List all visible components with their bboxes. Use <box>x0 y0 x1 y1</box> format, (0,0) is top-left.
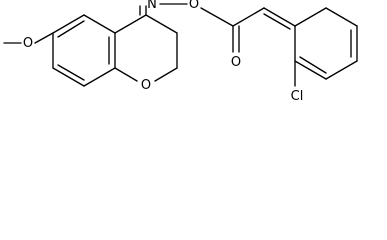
phenyl-bond-6 <box>325 7 358 27</box>
bond-c4-c4a <box>114 14 147 34</box>
bond-o1-c8a <box>114 67 138 82</box>
atom-labels: O O N O O Cl <box>23 0 303 104</box>
carbonyl-oxygen-label: O <box>231 55 241 70</box>
ring-bond-4 <box>83 67 116 87</box>
chemical-structure: O O N O O Cl <box>3 0 358 104</box>
methoxy-group <box>3 32 54 44</box>
pyran-ring <box>114 14 178 82</box>
oxime-oxygen-label: O <box>189 0 199 12</box>
bond-o-aryl <box>34 32 54 44</box>
ring-bond-5-inner <box>57 64 85 81</box>
phenyl-bond-7 <box>294 7 327 27</box>
phenyl-bond-3 <box>294 60 327 80</box>
bond-carbonyl-aryl <box>232 7 265 27</box>
phenyl-bond-4 <box>325 60 358 80</box>
phenyl-bond-1 <box>263 7 296 27</box>
ring-oxygen-label: O <box>141 78 151 93</box>
oxime-nitrogen-label: N <box>147 0 157 12</box>
ring-bond-2 <box>83 14 116 34</box>
bond-c4-c3 <box>145 14 178 34</box>
chlorophenyl-ring <box>263 7 358 87</box>
phenyl-bond-1-inner <box>263 13 291 30</box>
ring-bond-5 <box>52 67 85 87</box>
methoxy-oxygen-label: O <box>23 36 33 51</box>
chlorine-label: Cl <box>291 89 304 104</box>
bond-o-carbonyl <box>200 7 234 27</box>
ring-bond-1-inner <box>57 20 85 38</box>
bond-c2-o1 <box>154 67 178 82</box>
ring-bond-1 <box>52 14 85 34</box>
oxime-ester-chain <box>139 3 265 53</box>
phenyl-bond-3-inner <box>299 56 327 74</box>
chromane-benzene-ring <box>52 14 116 87</box>
